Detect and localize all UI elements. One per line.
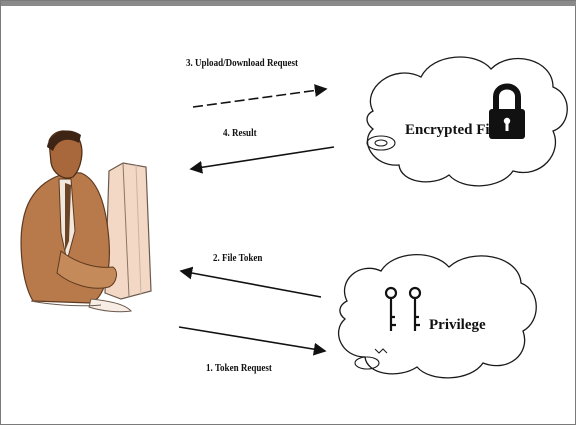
result-arrow [189, 146, 335, 174]
result-label: 4. Result [223, 127, 257, 139]
upload-request-arrow [192, 84, 328, 108]
storage-label: Encrypted Files [405, 122, 507, 138]
token-request-arrow [178, 326, 327, 356]
token-request-label: 1. Token Request [206, 362, 272, 374]
privilege-cloud [337, 254, 537, 379]
file-token-arrow [179, 266, 322, 298]
keys-icon [384, 286, 422, 331]
top-edge [1, 1, 576, 6]
upload-request-label: 3. Upload/Download Request [186, 57, 299, 69]
user-at-computer-icon [20, 130, 152, 313]
file-token-label: 2. File Token [213, 252, 263, 264]
lock-icon [489, 83, 525, 139]
privilege-label: Privilege [429, 317, 486, 333]
